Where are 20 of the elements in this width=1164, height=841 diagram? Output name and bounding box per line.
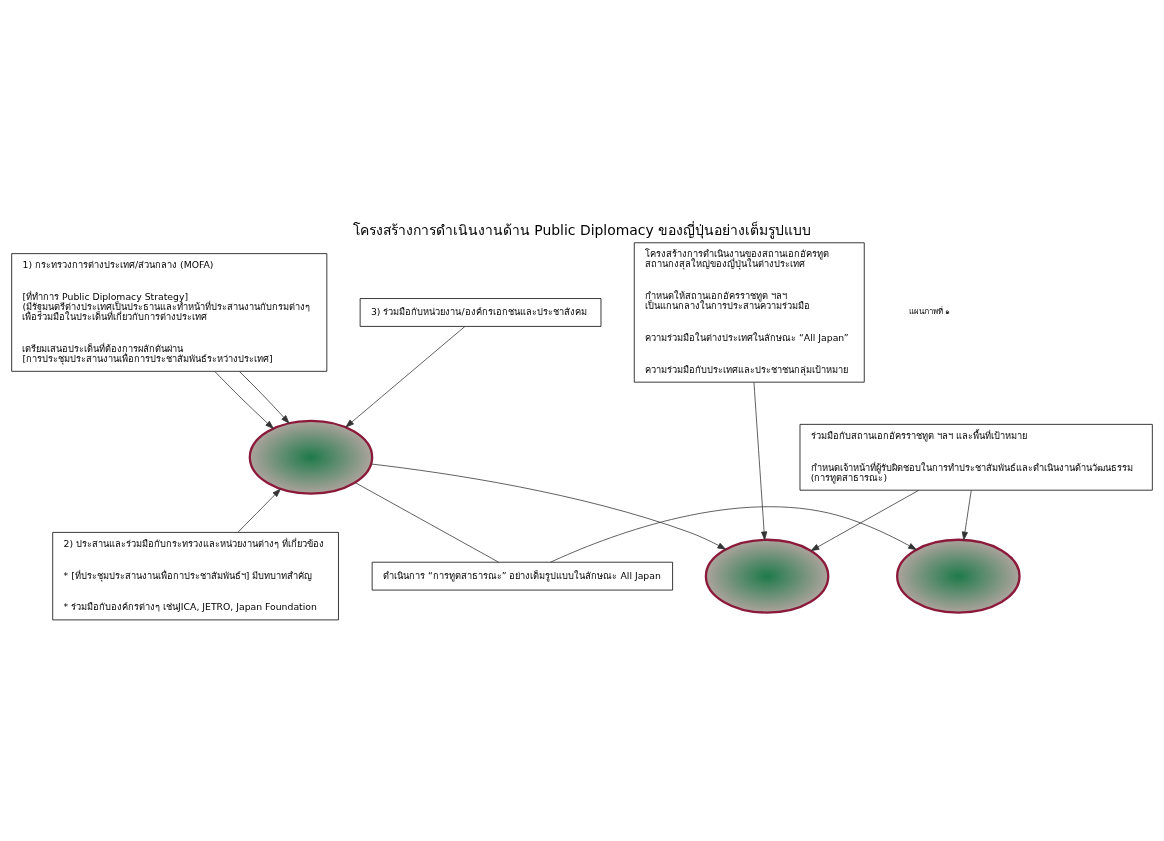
arrow — [370, 463, 726, 550]
arrow — [345, 326, 466, 428]
diagram-title: โครงสร้างการดำเนินงานด้าน Public Diplomacy ของญี่ปุ่นอย่างเต็มรูปแบบ — [352, 222, 812, 239]
arrow — [550, 506, 917, 563]
node-box: 3) ร่วมมือกับหน่วยงาน/องค์กรเอกชนและประชาสังคม — [359, 298, 602, 327]
arrow — [810, 489, 920, 552]
node-ellipse — [896, 538, 1021, 614]
arrow — [961, 490, 972, 541]
arrow — [214, 371, 274, 429]
arrow — [237, 488, 281, 533]
node-box: ร่วมมือกับสถานเอกอัครราชทูต ฯลฯ และพื้นที่เป้าหมาย กำหนดเจ้าหน้าที่ผู้รับผิดชอบในการทำประชาสัมพันธ์และดำเนินงานด้านวัฒนธรรม (การทูตสาธารณะ) — [799, 424, 1153, 491]
node-box: 1) กระทรวงการต่างประเทศ/ส่วนกลาง (MOFA) [ที่ทำการ Public Diplomacy Strategy] (มีรัฐมนตรีต่างประเทศเป็นประธานและทำหน้าที่ประสานงานกับกรมต่างๆ เพื่อร่วมมือในประเด็นที่เกี่ยวกับการต่างประเทศ เตรียมเสนอประเด็นที่ต้องการผลักดันผ่าน [การประชุมประสานงานเพื่อการประชาสัมพันธ์ระหว่างประเทศ] — [11, 253, 328, 372]
node-box: โครงสร้างการดำเนินงานของสถานเอกอัครทูต สถานกงสุลใหญ่ของญี่ปุ่นในต่างประเทศ กำหนดให้สถานเอกอัครราชทูต ฯลฯ เป็นแกนกลางในการประสานความร่วมมือ ความร่วมมือในต่างประเทศในลักษณะ “All Japan” ความร่วมมือกับประเทศและประชาชนกลุ่มเป้าหมาย — [633, 242, 865, 383]
node-box: 2) ประสานและร่วมมือกับกระทรวงและหน่วยงานต่างๆ ที่เกี่ยวข้อง * [ที่ประชุมประสานงานเพื่อกาประชาสัมพันธ์ฯ] มีบทบาทสำคัญ * ร่วมมือกับองค์กรต่างๆ เช่นJICA, JETRO, Japan Foundation — [52, 532, 339, 621]
label: แผนภาพที่ ๑ — [908, 307, 951, 317]
node-ellipse — [704, 538, 830, 614]
node-box: ดำเนินการ “การทูตสาธารณะ” อย่างเต็มรูปแบบในลักษณะ All Japan — [371, 561, 673, 591]
arrow — [753, 382, 768, 541]
arrow — [239, 371, 290, 424]
connector — [354, 482, 499, 563]
